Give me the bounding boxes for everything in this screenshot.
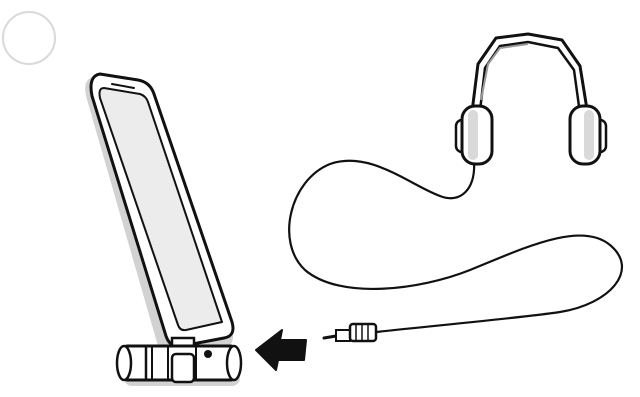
- arrow-icon: [256, 330, 306, 370]
- smartphone-icon: [85, 74, 233, 356]
- microphone-icon: [117, 338, 241, 386]
- audio-cable-icon: [289, 160, 622, 332]
- headphone-jack-plug-icon: [324, 324, 376, 341]
- headphones-icon: [456, 34, 606, 164]
